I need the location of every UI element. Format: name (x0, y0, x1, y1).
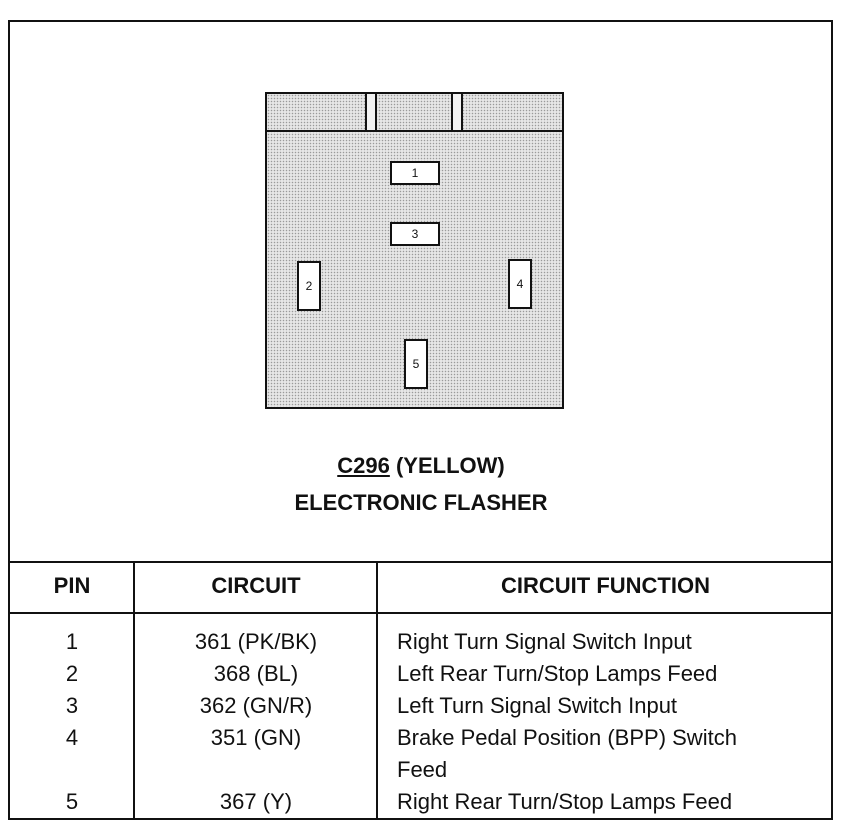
connector-latch-bar (267, 94, 562, 132)
connector-description: ELECTRONIC FLASHER (294, 490, 548, 515)
connector-latch-notch-right (451, 94, 463, 130)
table-row-4-circuit: 351 (GN) (210, 725, 302, 750)
table-column-divider-1 (133, 561, 135, 820)
connector-face: 1 3 2 4 5 (265, 92, 564, 409)
pin-1-terminal: 1 (390, 161, 440, 185)
header-circuit: CIRCUIT (211, 573, 301, 598)
table-row-2-pin: 2 (65, 661, 79, 686)
table-row-3-function: Left Turn Signal Switch Input (397, 693, 678, 718)
table-row-5-circuit: 367 (Y) (219, 789, 293, 814)
pin-3-terminal: 3 (390, 222, 440, 246)
table-row-5-pin: 5 (65, 789, 79, 814)
pin-5-terminal: 5 (404, 339, 428, 389)
table-row-1-circuit: 361 (PK/BK) (194, 629, 318, 654)
table-row-4-function-continued: Feed (397, 757, 448, 782)
header-circuit-function: CIRCUIT FUNCTION (501, 573, 710, 598)
table-row-5-function: Right Rear Turn/Stop Lamps Feed (397, 789, 733, 814)
pin-4-terminal: 4 (508, 259, 532, 309)
table-top-rule (8, 561, 833, 563)
header-pin: PIN (53, 573, 91, 598)
table-row-2-function: Left Rear Turn/Stop Lamps Feed (397, 661, 718, 686)
connector-title: C296 (YELLOW) (0, 453, 842, 479)
table-row-3-pin: 3 (65, 693, 79, 718)
connector-color-label: (YELLOW) (395, 453, 505, 478)
table-column-divider-2 (376, 561, 378, 820)
connector-code: C296 (337, 453, 390, 478)
table-row-1-pin: 1 (65, 629, 79, 654)
connector-latch-notch-left (365, 94, 377, 130)
table-row-4-function: Brake Pedal Position (BPP) Switch (397, 725, 737, 750)
table-header-rule (8, 612, 833, 614)
table-row-3-circuit: 362 (GN/R) (199, 693, 313, 718)
pin-2-terminal: 2 (297, 261, 321, 311)
table-row-2-circuit: 368 (BL) (213, 661, 299, 686)
diagram-frame (8, 20, 833, 820)
table-row-1-function: Right Turn Signal Switch Input (397, 629, 692, 654)
table-row-4-pin: 4 (65, 725, 79, 750)
